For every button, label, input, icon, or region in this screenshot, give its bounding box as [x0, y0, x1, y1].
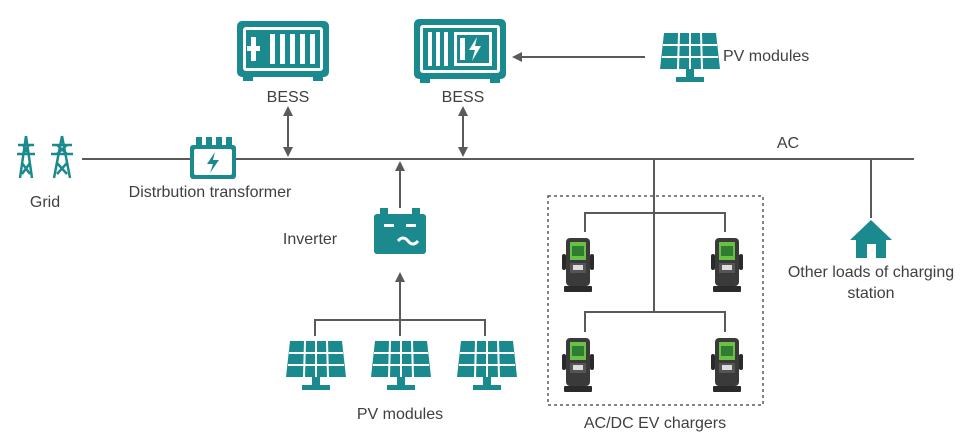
solar-panel-icon — [659, 32, 721, 83]
connection-lines — [82, 52, 914, 336]
battery-container-icon — [237, 21, 329, 81]
ev-charger-icon — [711, 238, 743, 292]
battery-container-icon — [414, 19, 506, 83]
inverter-icon — [374, 208, 426, 254]
other-loads-label-line1: Other loads of charging — [788, 264, 954, 281]
chargers-label: AC/DC EV chargers — [584, 415, 726, 432]
ev-charger-icon — [711, 338, 743, 392]
other-loads-label-line2: station — [847, 285, 894, 302]
transformer-icon — [190, 137, 236, 179]
transformer-label: Distrbution transformer — [129, 184, 292, 201]
ev-charger-icon — [562, 238, 594, 292]
bess-left-label: BESS — [267, 89, 310, 106]
pv-bottom-label: PV modules — [357, 406, 443, 423]
inverter-label: Inverter — [283, 231, 338, 248]
pv-top-label: PV modules — [723, 48, 809, 65]
charger-group-box — [547, 195, 764, 406]
ev-charger-icon — [562, 338, 594, 392]
house-icon — [850, 220, 892, 258]
grid-label: Grid — [30, 194, 60, 211]
transmission-tower-icon — [17, 135, 73, 179]
solar-panel-icon — [456, 340, 518, 391]
solar-panel-icon — [370, 340, 432, 391]
bess-right-label: BESS — [442, 89, 485, 106]
solar-panel-icon — [285, 340, 347, 391]
ac-bus-label: AC — [777, 135, 799, 152]
